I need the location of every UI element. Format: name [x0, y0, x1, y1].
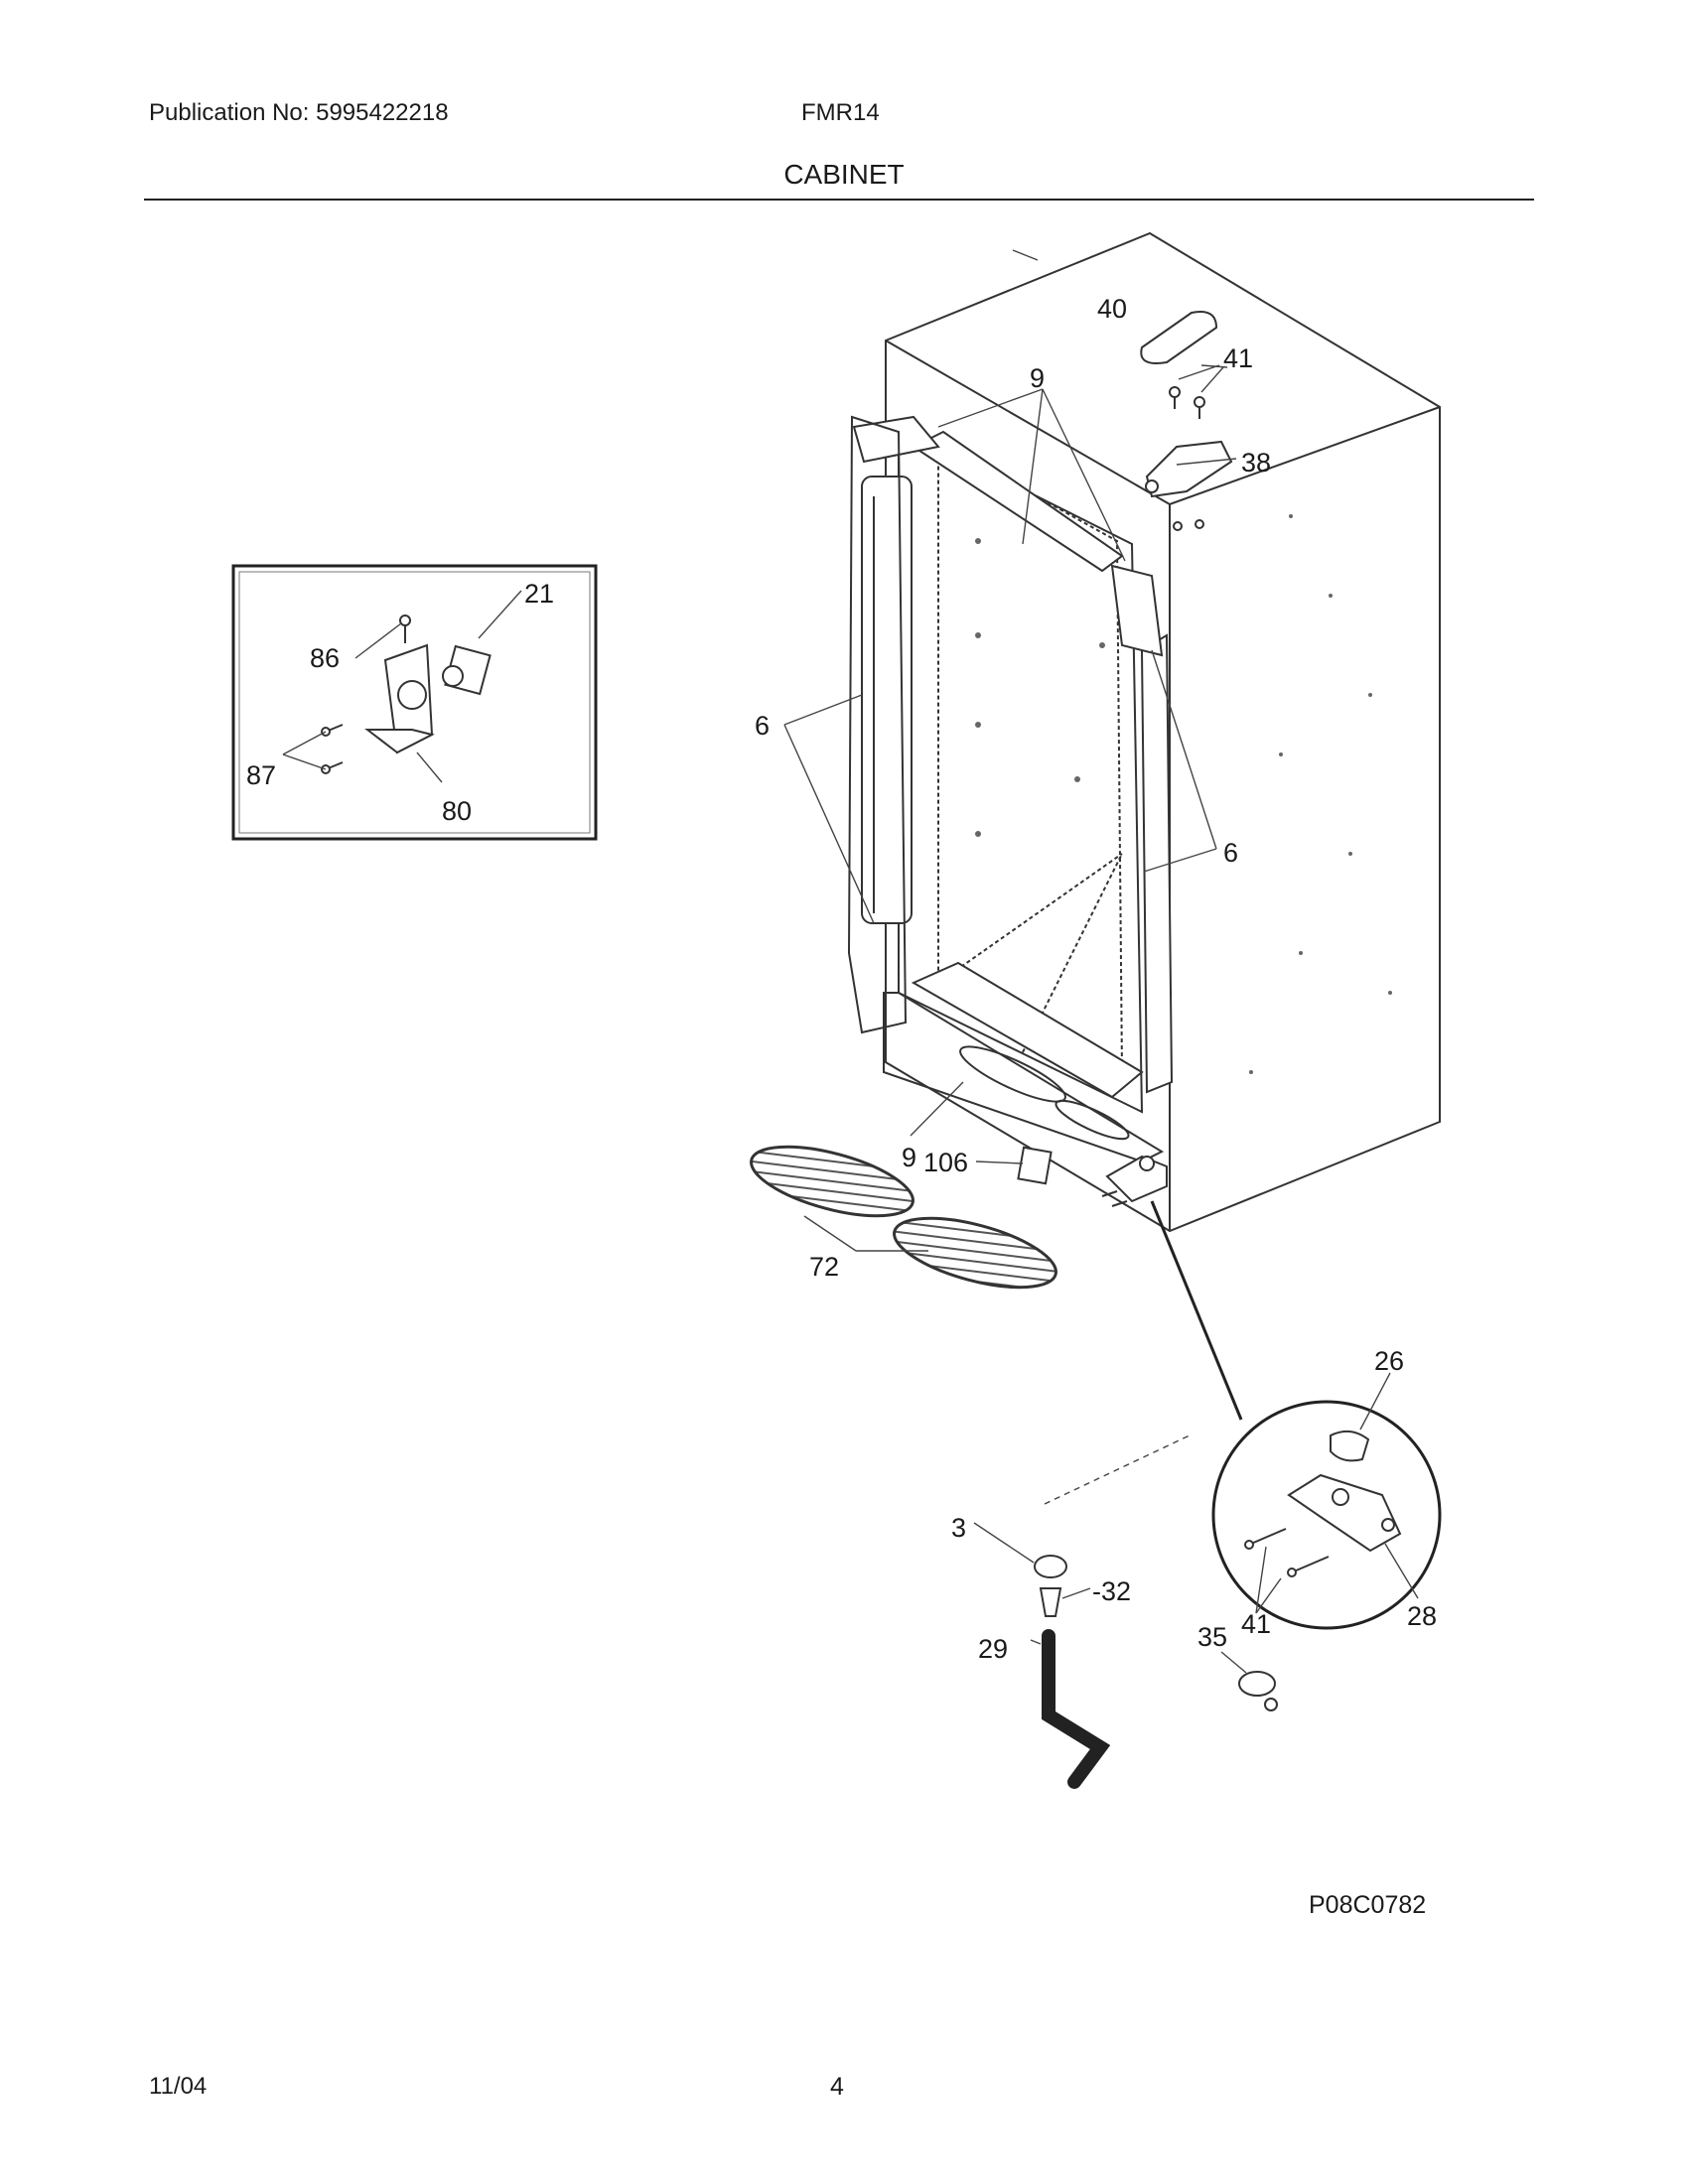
top-hinge-cover [1140, 311, 1218, 364]
callout-29: 29 [978, 1634, 1008, 1664]
hinge-detail-cap [1330, 1430, 1370, 1462]
callout-26: 26 [1374, 1346, 1404, 1376]
bottom-hinge-bracket [1101, 1155, 1168, 1207]
serial-label [1017, 1146, 1053, 1185]
thermostat-control [442, 644, 492, 696]
callout-3: 3 [951, 1513, 966, 1543]
toe-grille-lower [893, 1216, 1057, 1290]
callout-21: 21 [524, 579, 554, 609]
control-mounting-bracket [364, 643, 435, 754]
leg-cap [1034, 1555, 1067, 1578]
callout-6-right: 6 [1223, 838, 1238, 868]
side-dotted-texture [975, 514, 1392, 1074]
hinge-detail-screws [1244, 1528, 1330, 1577]
callout-6-left: 6 [755, 711, 770, 741]
callout-72: 72 [809, 1252, 839, 1282]
callout-32: -32 [1092, 1576, 1131, 1606]
callout-41-bottom: 41 [1241, 1609, 1271, 1639]
callout-28: 28 [1407, 1601, 1437, 1631]
diagram-code: P08C0782 [1309, 1891, 1427, 1919]
model-number: FMR14 [801, 99, 880, 126]
page-number: 4 [830, 2073, 844, 2101]
top-hinge-bracket [1145, 440, 1233, 531]
right-vertical-gasket [1110, 564, 1174, 1094]
toe-grille-upper [750, 1145, 914, 1218]
leg-bushing [1039, 1587, 1062, 1617]
publication-number: Publication No: 5995422218 [149, 99, 449, 126]
header-rule [144, 199, 1534, 201]
callout-87: 87 [246, 760, 276, 790]
callout-9-bottom: 9 [902, 1143, 916, 1172]
hinge-detail-bracket [1287, 1473, 1402, 1553]
top-gasket-strip [852, 415, 1124, 573]
footer-date: 11/04 [149, 2073, 208, 2100]
callout-106: 106 [923, 1148, 968, 1177]
top-hinge-screws [1169, 386, 1205, 419]
callout-86: 86 [310, 643, 340, 673]
callout-40: 40 [1097, 294, 1127, 324]
inset-screws [321, 614, 411, 774]
leveling-leg [1042, 1629, 1111, 1789]
callout-38: 38 [1241, 448, 1271, 478]
bottom-gasket-strip [883, 961, 1165, 1163]
callout-9-top: 9 [1030, 363, 1045, 393]
leader-lines [282, 249, 1419, 1674]
callout-41-top: 41 [1223, 343, 1253, 373]
callout-35: 35 [1197, 1622, 1227, 1652]
door-stop [1238, 1671, 1278, 1711]
left-vertical-gasket [847, 415, 913, 1034]
callout-80: 80 [442, 796, 472, 826]
section-title: CABINET [783, 159, 905, 190]
